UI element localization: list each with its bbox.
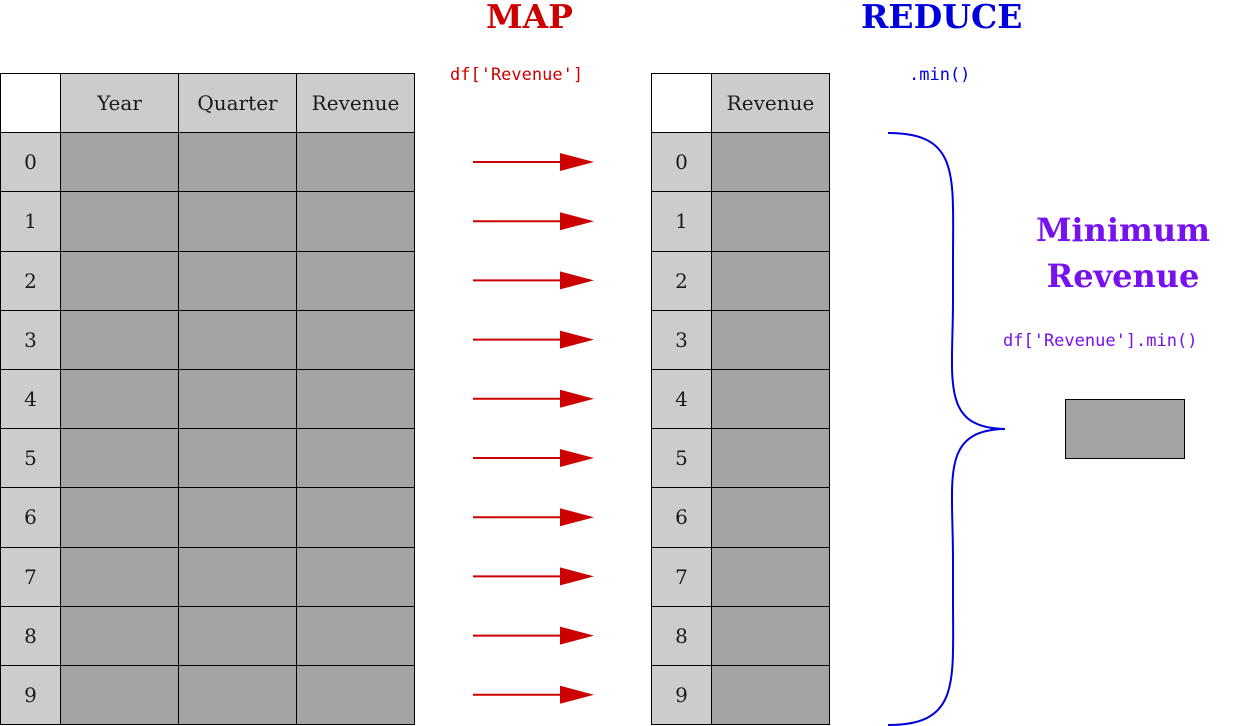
map-title: MAP [486, 0, 573, 36]
reduce-title: REDUCE [861, 0, 1023, 36]
source-table-row-index: 2 [0, 250, 61, 311]
mapped-table-data-cell [711, 132, 830, 193]
source-table-row-index: 0 [0, 132, 61, 193]
mapped-table-data-cell [711, 605, 830, 666]
source-table-row-index: 4 [0, 369, 61, 430]
mapped-table-data-cell [711, 250, 830, 311]
source-table-data-cell [60, 487, 179, 548]
mapped-table-row-index: 8 [651, 605, 712, 666]
mapped-table-data-cell [711, 309, 830, 370]
mapped-table-corner-cell [651, 73, 712, 134]
source-table-data-cell [178, 309, 297, 370]
reduce-code-label: .min() [909, 65, 971, 85]
source-table-data-cell [296, 428, 415, 489]
mapped-table-data-cell [711, 546, 830, 607]
source-table-row-index: 9 [0, 665, 61, 726]
mapped-table-data-cell [711, 369, 830, 430]
map-arrow-head [560, 271, 594, 290]
source-table-data-cell [178, 487, 297, 548]
summary-line2: Revenue [1046, 257, 1200, 295]
summary-heading: Minimum Revenue [1035, 207, 1211, 299]
source-table-data-cell [178, 546, 297, 607]
map-arrow-head [560, 330, 594, 349]
source-table-row-index: 7 [0, 546, 61, 607]
map-arrow-head [560, 567, 594, 586]
source-table-row-index: 5 [0, 428, 61, 489]
map-code-label: df['Revenue'] [450, 65, 584, 85]
map-arrow-head [560, 685, 594, 704]
mapped-table-row-index: 6 [651, 487, 712, 548]
source-table-data-cell [178, 605, 297, 666]
source-table-data-cell [296, 191, 415, 252]
source-table-data-cell [60, 369, 179, 430]
map-arrow-head [560, 449, 594, 467]
source-table-data-cell [60, 132, 179, 193]
source-table-data-cell [296, 665, 415, 726]
map-arrow-head [560, 212, 594, 231]
source-table-data-cell [296, 132, 415, 193]
mapped-table-row-index: 9 [651, 665, 712, 726]
map-arrows [473, 153, 594, 704]
source-table-row-index: 8 [0, 605, 61, 666]
mapped-table-data-cell [711, 665, 830, 726]
mapped-table-column-header: Revenue [711, 73, 830, 134]
source-table-row-index: 1 [0, 191, 61, 252]
map-arrow-head [560, 153, 594, 171]
map-arrow-head [560, 508, 594, 527]
summary-line1: Minimum [1036, 211, 1210, 249]
source-table-data-cell [296, 369, 415, 430]
source-table-data-cell [178, 191, 297, 252]
mapped-table-row-index: 5 [651, 428, 712, 489]
source-table-column-header: Revenue [296, 73, 415, 134]
source-table-data-cell [60, 546, 179, 607]
reduce-brace [887, 132, 1006, 726]
summary-code-label: df['Revenue'].min() [1003, 331, 1198, 351]
source-table-row-index: 3 [0, 309, 61, 370]
mapped-table-data-cell [711, 191, 830, 252]
source-table-data-cell [60, 665, 179, 726]
mapped-table-data-cell [711, 428, 830, 489]
source-table-data-cell [296, 546, 415, 607]
map-arrow-head [560, 389, 594, 408]
mapped-table-row-index: 2 [651, 250, 712, 311]
source-table-data-cell [60, 309, 179, 370]
map-arrow-head [560, 626, 594, 645]
minimum-result-cell [1065, 399, 1185, 459]
source-table-data-cell [296, 309, 415, 370]
